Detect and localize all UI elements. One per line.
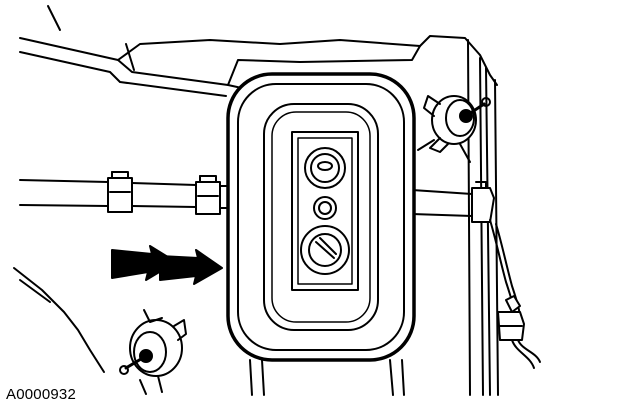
- figure-caption: A0000932: [6, 386, 77, 403]
- lower-left-fitting: [119, 309, 187, 395]
- connector-top: [304, 147, 346, 189]
- connector-bottom: [300, 225, 350, 275]
- direction-arrow-icon: [111, 245, 223, 285]
- horizontal-tube: [19, 171, 495, 223]
- upper-right-fitting: [417, 95, 491, 163]
- lower-body: [13, 267, 405, 396]
- right-cable: [489, 219, 541, 369]
- connector-middle: [313, 196, 337, 220]
- upper-housing: [19, 5, 499, 396]
- access-cover: [226, 72, 416, 362]
